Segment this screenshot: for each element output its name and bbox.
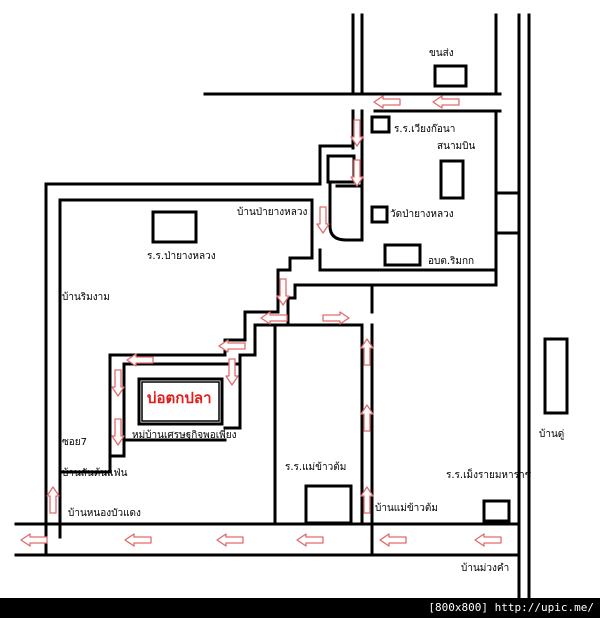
label-obt-rim-kok: อบต.ริมกก <box>428 256 475 267</box>
arrow <box>260 311 288 325</box>
label-rr-pa-yang-luang: ร.ร.ป่ายางหลวง <box>147 251 216 262</box>
label-sanam-bin: สนามบิน <box>437 141 476 152</box>
label-wat-pa-yang-luang: วัดป่ายางหลวง <box>390 209 454 220</box>
building-sanam-bin <box>439 159 465 200</box>
arrow <box>474 533 502 547</box>
road-stepped-outer <box>58 256 314 474</box>
footer-watermark[interactable]: [800x800] http://upic.me/ <box>428 601 594 614</box>
building-rr-pa-yang-luang <box>151 210 198 244</box>
building-ban-du <box>543 337 569 415</box>
label-rr-mae-khao-tom: ร.ร.แม่ข้าวต้ม <box>285 462 347 473</box>
label-ban-nong-bua-daeng: บ้านหนองบัวแดง <box>68 508 141 519</box>
arrow <box>124 533 152 547</box>
label-ban-rim-ngam: บ้านริมงาม <box>62 292 110 303</box>
arrow <box>216 533 244 547</box>
building-wat-pa-yang-luang <box>370 205 389 224</box>
arrow <box>218 339 246 353</box>
arrow <box>316 206 330 234</box>
building-obt-rim-kok <box>383 243 422 267</box>
arrow <box>46 486 60 514</box>
building-rr-mae-khao-tom <box>304 484 353 525</box>
label-ban-san-ton-faen: บ้านสันต้นแฟ่น <box>62 468 128 479</box>
label-ban-du: บ้านดู่ <box>539 429 565 440</box>
road-pa-yang-curve <box>328 183 364 242</box>
label-muban-setthakit: หมู่บ้านเศรษฐกิจพอเพียง <box>132 430 237 441</box>
arrow <box>379 533 407 547</box>
road-network <box>14 13 531 600</box>
arrow <box>373 95 401 109</box>
arrow <box>20 533 48 547</box>
label-rr-mengrai: ร.ร.เม็งรายมหาราช <box>446 470 532 481</box>
label-ban-muang-kham: บ้านม่วงคำ <box>461 563 510 574</box>
building-rr-wiang-kaena <box>370 115 391 134</box>
arrow <box>432 95 460 109</box>
building-near-center-top <box>326 154 356 184</box>
building-khon-song <box>433 64 468 88</box>
bo-tok-pla-inner <box>141 381 220 422</box>
building-rr-mengrai <box>482 499 511 523</box>
arrow <box>322 311 350 325</box>
arrow <box>296 533 324 547</box>
arrow <box>111 369 125 397</box>
label-ban-mae-khao-tom: บ้านแม่ข้าวต้ม <box>375 503 438 514</box>
label-soi7: ซอย7 <box>62 437 88 448</box>
label-khon-song: ขนส่ง <box>429 48 454 59</box>
label-ban-pa-yang-luang: บ้านป่ายางหลวง <box>237 207 308 218</box>
arrow <box>111 418 125 446</box>
label-rr-wiang-kaena: ร.ร.เวียงก๊อนา <box>394 124 456 135</box>
label-bo-tok-pla: บ่อตกปลา <box>147 389 212 407</box>
footer-bar: [800x800] http://upic.me/ <box>0 598 600 618</box>
